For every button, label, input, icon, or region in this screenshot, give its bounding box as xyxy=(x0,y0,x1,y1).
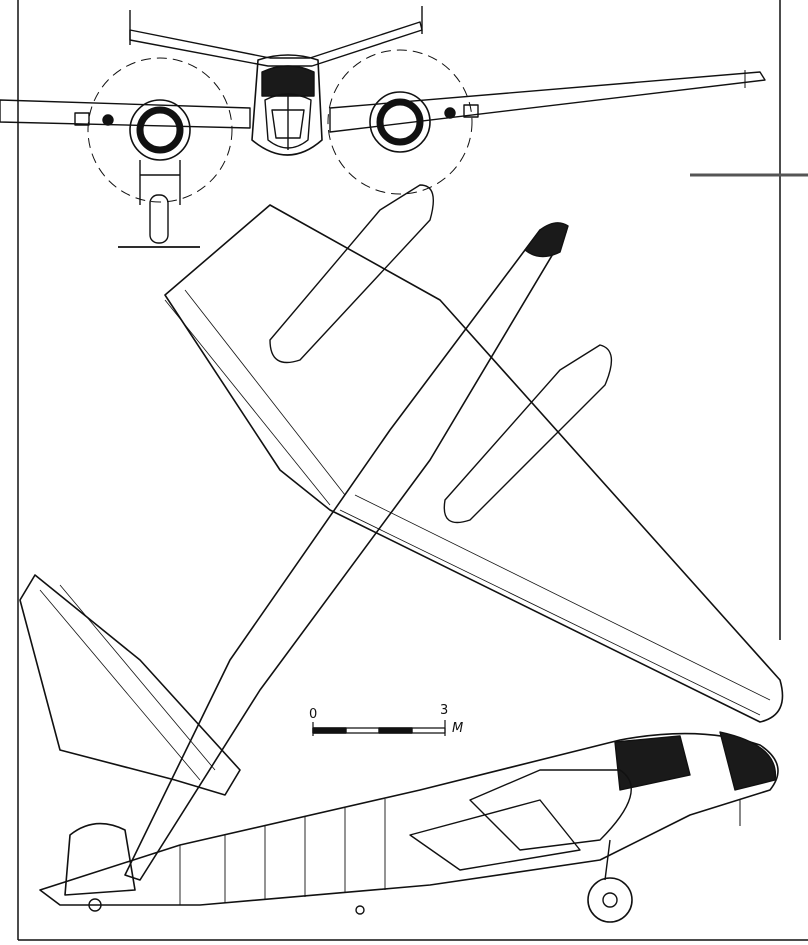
front-fuselage xyxy=(251,54,323,156)
plan-left-nacelle xyxy=(269,184,434,364)
plan-fuselage xyxy=(124,224,567,881)
plan-tailplane xyxy=(19,574,241,796)
scale-bar-start-label: 0 xyxy=(309,707,318,722)
drawing-frame xyxy=(17,0,808,941)
plan-view xyxy=(19,184,784,881)
side-fuselage xyxy=(39,732,779,906)
front-right-wing xyxy=(329,71,766,133)
front-view xyxy=(0,6,766,248)
scale-bar-unit-label: M xyxy=(452,721,464,736)
side-view xyxy=(39,731,779,923)
side-tail-fin xyxy=(64,822,136,896)
scale-bar-end-label: 3 xyxy=(440,703,449,718)
scale-bar xyxy=(312,720,446,736)
front-left-prop-disc xyxy=(87,57,233,203)
front-left-wing xyxy=(0,99,251,129)
plan-right-nacelle xyxy=(443,344,613,524)
side-engine-nacelle xyxy=(469,769,632,851)
plan-wing xyxy=(164,204,784,723)
front-right-prop-disc xyxy=(327,49,473,195)
side-main-wheel xyxy=(587,877,633,923)
